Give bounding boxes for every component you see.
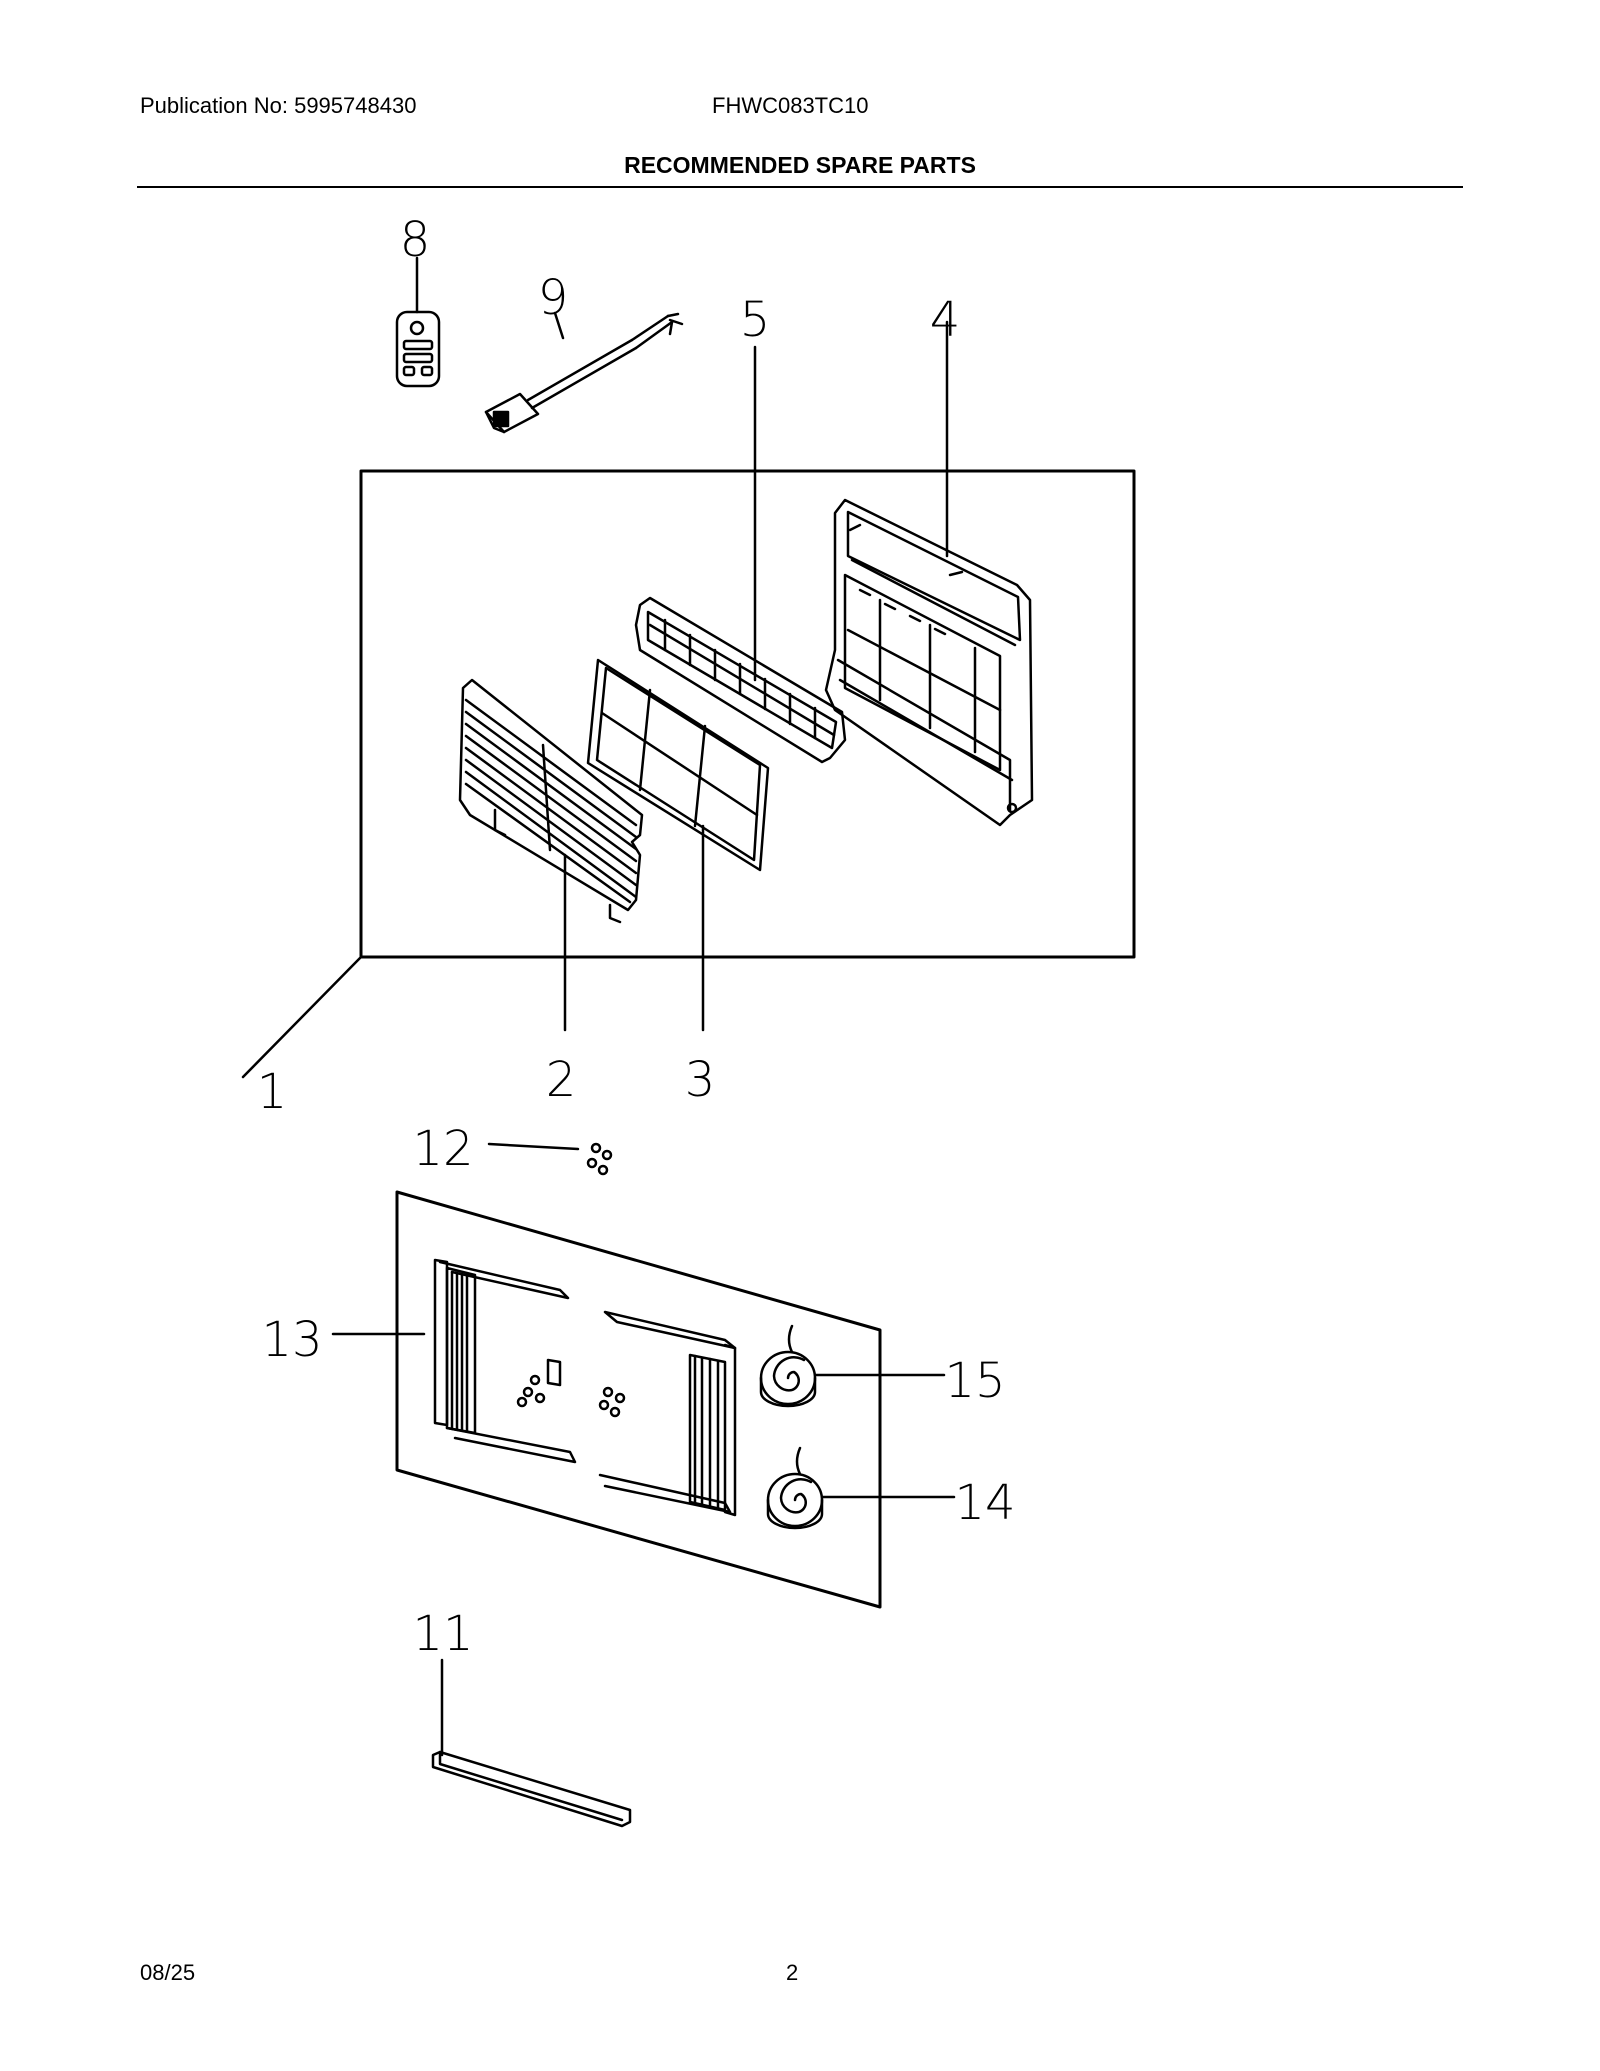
louver-part [634, 596, 847, 764]
screws-part [487, 1142, 613, 1176]
callout-5: 5 [740, 292, 771, 348]
front-frame-part [824, 498, 1034, 827]
callout-2: 2 [546, 1052, 577, 1108]
callout-8: 8 [400, 212, 431, 268]
footer-date: 08/25 [140, 1960, 196, 1985]
callout-1: 1 [257, 1064, 288, 1120]
window-kit-panel [395, 1190, 882, 1609]
air-filter-part [586, 658, 770, 872]
remote-control-part [395, 256, 441, 388]
sill-strip-part [431, 1658, 632, 1828]
callout-11: 11 [412, 1606, 473, 1662]
leader-line-1 [241, 955, 363, 1079]
callout-3: 3 [685, 1052, 716, 1108]
foam-roll-14-part [766, 1446, 824, 1530]
model-number: FHWC083TC10 [712, 93, 869, 118]
window-kit-part [433, 1258, 737, 1517]
callout-12: 12 [412, 1121, 473, 1177]
callout-14: 14 [954, 1475, 1015, 1531]
power-cord-part [484, 311, 684, 434]
assembly-box [359, 469, 1136, 959]
header-rule [137, 186, 1463, 188]
callout-4: 4 [930, 292, 961, 348]
callout-15: 15 [944, 1353, 1005, 1409]
page-title: RECOMMENDED SPARE PARTS [624, 152, 976, 178]
publication-number: Publication No: 5995748430 [140, 93, 417, 118]
grille-part [458, 678, 644, 924]
page-number: 2 [786, 1960, 799, 1985]
callout-13: 13 [261, 1312, 322, 1368]
callout-9: 9 [538, 270, 569, 326]
foam-roll-15-part [759, 1324, 817, 1408]
